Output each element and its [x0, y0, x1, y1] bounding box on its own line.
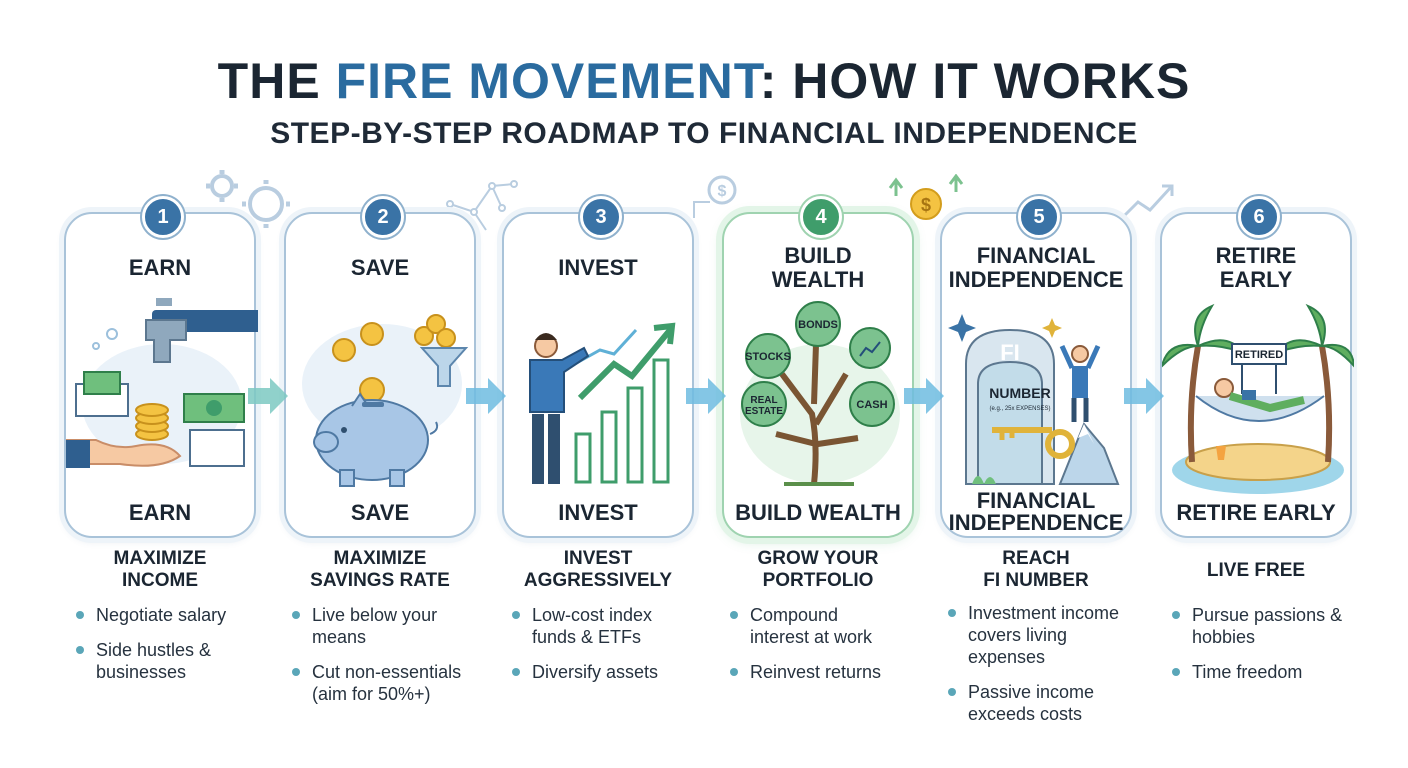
arrow-right-icon — [686, 378, 726, 414]
list-item: Cut non-essentials (aim for 50%+) — [288, 661, 484, 705]
faucet-money-icon — [66, 298, 258, 468]
step-badge-3: 3 — [580, 196, 622, 238]
arrow-right-icon — [248, 378, 288, 414]
bullet-list: Low-cost index funds & ETFs Diversify as… — [508, 604, 704, 696]
step-badge-2: 2 — [362, 196, 404, 238]
list-item: Negotiate salary — [72, 604, 268, 626]
title-part2: : HOW IT WORKS — [759, 53, 1191, 109]
list-item: Time freedom — [1168, 661, 1364, 683]
retired-sign-label: RETIRED — [1235, 349, 1283, 361]
list-item: Passive income exceeds costs — [944, 681, 1128, 725]
bullet-list: Live below your means Cut non-essentials… — [288, 604, 484, 718]
card-bottom-label: INVEST — [558, 500, 638, 525]
card-top-label: BUILD WEALTH — [771, 243, 865, 292]
step-heading: GROW YOUR PORTFOLIO — [757, 548, 879, 591]
step-card-earn: EARN EARN — [64, 212, 258, 538]
bullet-list: Compound interest at work Reinvest retur… — [726, 604, 922, 696]
title-part1: THE — [217, 53, 336, 109]
step-heading: INVEST AGGRESSIVELY — [523, 548, 673, 591]
card-top-label: FINANCIAL INDEPENDENCE — [948, 243, 1124, 292]
bullet-list: Investment income covers living expenses… — [944, 602, 1140, 738]
tree-label-bonds: BONDS — [798, 319, 838, 331]
door-label-fi: FI — [1000, 340, 1020, 365]
svg-text:$: $ — [921, 195, 931, 215]
piggy-bank-icon — [302, 314, 469, 487]
step-card-invest: INVEST INVEST — [502, 212, 694, 538]
card-top-label: EARN — [128, 255, 192, 280]
card-top-label: RETIRE EARLY — [1215, 243, 1297, 292]
list-item: Investment income covers living expenses — [944, 602, 1148, 668]
step-badge-5: 5 — [1018, 196, 1060, 238]
card-bottom-label: EARN — [128, 500, 192, 525]
step-heading: LIVE FREE — [1206, 560, 1306, 581]
step-card-retire-early: RETIRE EARLY RETIRED RETIRE EARLY — [1160, 212, 1354, 538]
card-top-label: SAVE — [350, 255, 410, 280]
step-heading: REACH FI NUMBER — [983, 548, 1089, 591]
fi-door-icon: FI NUMBER (e.g., 25x EXPENSES) — [948, 314, 1120, 485]
svg-text:$: $ — [718, 183, 727, 200]
arrow-right-icon — [466, 378, 506, 414]
page-title: THE FIRE MOVEMENT: HOW IT WORKS — [0, 52, 1408, 110]
door-label-example: (e.g., 25x EXPENSES) — [989, 406, 1050, 412]
step-card-financial-independence: FINANCIAL INDEPENDENCE FI NUMBER (e.g., … — [940, 212, 1132, 538]
list-item: Live below your means — [288, 604, 462, 648]
list-item: Side hustles & businesses — [72, 639, 246, 683]
trend-line-icon — [1122, 184, 1174, 218]
bullet-list: Pursue passions & hobbies Time freedom — [1168, 604, 1364, 696]
card-bottom-label: SAVE — [350, 500, 410, 525]
dollar-chat-icon: $ — [693, 175, 737, 218]
gears-icon — [206, 170, 290, 228]
coin-arrows-icon: $ — [888, 174, 964, 220]
arrow-right-icon — [1124, 378, 1164, 414]
step-heading: MAXIMIZE INCOME — [113, 548, 207, 591]
list-item: Diversify assets — [508, 661, 704, 683]
page-subtitle: STEP-BY-STEP ROADMAP TO FINANCIAL INDEPE… — [270, 117, 1138, 150]
growth-chart-icon — [529, 322, 676, 484]
bullet-list: Negotiate salary Side hustles & business… — [72, 604, 268, 696]
step-badge-1: 1 — [142, 196, 184, 238]
list-item: Pursue passions & hobbies — [1168, 604, 1352, 648]
tree-label-cash: CASH — [856, 399, 887, 411]
door-label-number: NUMBER — [989, 385, 1050, 401]
card-bottom-label: FINANCIAL INDEPENDENCE — [948, 488, 1124, 535]
step-card-save: SAVE SAVE — [284, 212, 476, 538]
tree-label-stocks: STOCKS — [745, 351, 791, 363]
step-heading: MAXIMIZE SAVINGS RATE — [310, 548, 450, 591]
card-top-label: INVEST — [558, 255, 638, 280]
hammock-island-icon: RETIRED — [1162, 303, 1354, 494]
list-item: Reinvest returns — [726, 661, 922, 683]
network-icon — [446, 180, 518, 231]
title-accent: FIRE MOVEMENT — [335, 53, 760, 109]
card-bottom-label: BUILD WEALTH — [735, 500, 901, 525]
list-item: Compound interest at work — [726, 604, 900, 648]
arrow-right-icon — [904, 378, 944, 414]
card-bottom-label: RETIRE EARLY — [1176, 500, 1336, 525]
step-badge-6: 6 — [1238, 196, 1280, 238]
step-badge-4: 4 — [800, 196, 842, 238]
list-item: Low-cost index funds & ETFs — [508, 604, 682, 648]
